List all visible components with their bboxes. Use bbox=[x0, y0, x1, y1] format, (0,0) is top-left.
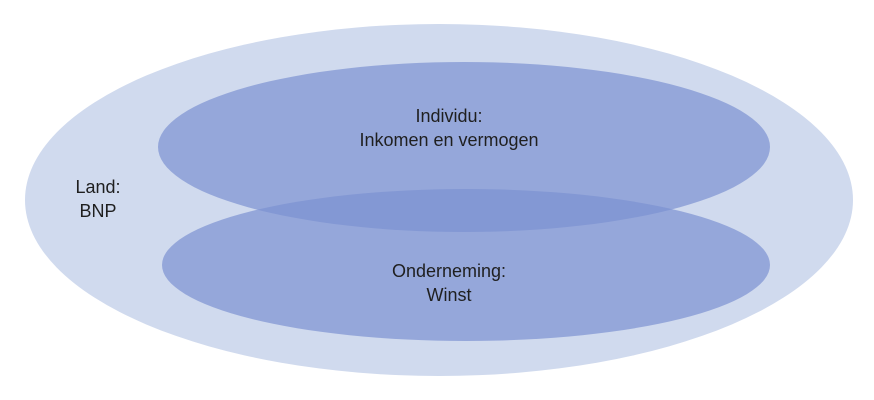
individu-ellipse bbox=[158, 62, 770, 232]
onderneming-ellipse bbox=[162, 189, 770, 341]
